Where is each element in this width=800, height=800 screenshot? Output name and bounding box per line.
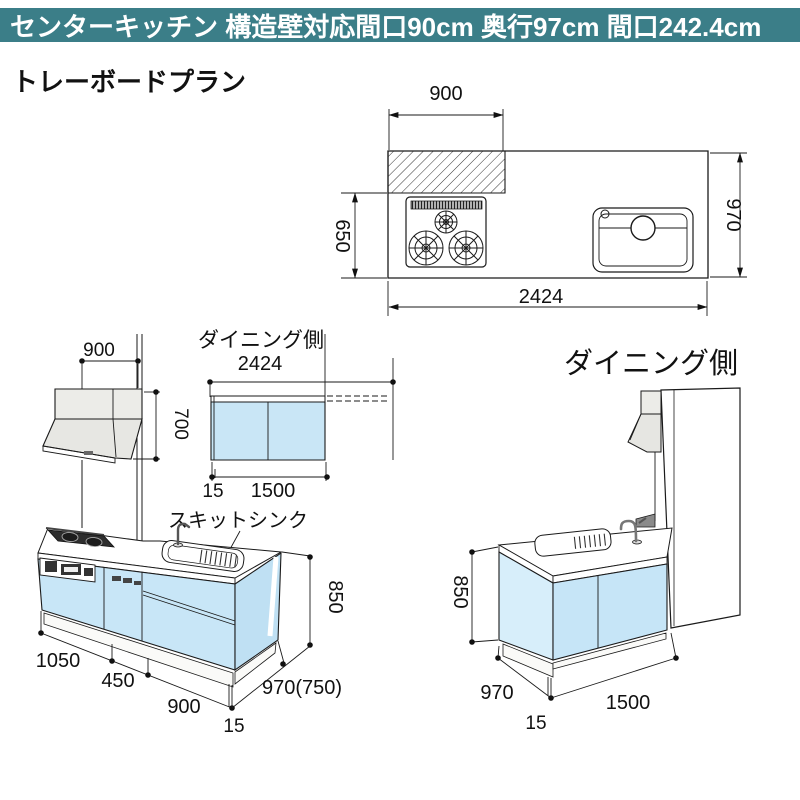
plan-cooktop bbox=[406, 197, 486, 267]
dining-iso-sink bbox=[534, 528, 612, 557]
dining-iso-dimensions bbox=[469, 547, 679, 701]
header-bar: センターキッチン 構造壁対応間口90cm 奥行97cm 間口242.4cm bbox=[0, 8, 800, 42]
dim-label-mid-2424: 2424 bbox=[238, 353, 283, 375]
plan-sink bbox=[593, 208, 693, 272]
plan-dimensions bbox=[341, 109, 747, 316]
iso-cooktop bbox=[46, 528, 114, 547]
sink-callout-label: スキットシンク bbox=[168, 509, 308, 532]
dim-label-iso-900: 900 bbox=[167, 696, 200, 718]
dim-label-right-1500: 1500 bbox=[606, 692, 651, 714]
plan-structural-wall-hatch bbox=[388, 151, 505, 193]
dim-label-iso-1050: 1050 bbox=[36, 650, 81, 672]
hood-dimensions bbox=[79, 358, 160, 462]
plan-burner-left bbox=[409, 231, 443, 265]
iso-stove-front-panel bbox=[40, 558, 95, 582]
front-iso-dimensions bbox=[38, 552, 313, 711]
dining-iso-hood bbox=[628, 391, 661, 521]
plan-burner-right bbox=[449, 231, 483, 265]
dim-label-iso-850: 850 bbox=[324, 580, 346, 613]
dim-label-right-850: 850 bbox=[449, 575, 471, 608]
dim-label-mid-1500: 1500 bbox=[251, 480, 296, 502]
dining-iso-faucet bbox=[621, 518, 646, 544]
hood-upper-box bbox=[55, 389, 142, 419]
hood-elevation: 900 700 bbox=[43, 334, 191, 543]
dining-iso-toe-front bbox=[553, 633, 666, 669]
dim-label-right-970: 970 bbox=[480, 682, 513, 704]
dining-iso-backguard bbox=[636, 514, 655, 527]
iso-sink bbox=[161, 539, 245, 572]
dining-elevation-small: ダイニング側 2424 15 1500 bbox=[198, 329, 396, 502]
plan-burner-small bbox=[435, 211, 457, 233]
iso-toe-kick bbox=[44, 613, 233, 687]
iso-end-panel bbox=[235, 553, 281, 670]
dim-label-plan-970: 970 bbox=[722, 198, 744, 231]
dining-iso-toe-left bbox=[503, 644, 553, 677]
dim-label-hood-700: 700 bbox=[170, 408, 191, 440]
plan-name-title: トレーボードプラン bbox=[12, 67, 247, 97]
dim-label-plan-2424: 2424 bbox=[519, 286, 564, 308]
hood-canopy bbox=[43, 419, 142, 459]
dining-iso-wall-panel bbox=[661, 388, 740, 628]
plan-view: 900 650 970 2424 bbox=[331, 83, 747, 316]
iso-toe-kick-end bbox=[235, 643, 276, 684]
dining-iso-front-panels bbox=[553, 564, 667, 660]
dim-label-plan-900: 900 bbox=[429, 83, 462, 105]
counter-edge-band bbox=[211, 396, 325, 402]
iso-faucet bbox=[174, 524, 190, 547]
dining-iso-title: ダイニング側 bbox=[564, 347, 738, 380]
dining-elevation-title: ダイニング側 bbox=[198, 329, 324, 352]
dim-label-iso-15: 15 bbox=[223, 716, 244, 737]
dim-label-plan-650: 650 bbox=[331, 219, 353, 252]
plan-sink-drain bbox=[631, 216, 655, 240]
dim-label-iso-970-750: 970(750) bbox=[262, 677, 342, 699]
hood-logo bbox=[84, 451, 93, 455]
dining-iso-view: ダイニング側 bbox=[449, 347, 740, 734]
dim-label-iso-450: 450 bbox=[101, 670, 134, 692]
dim-label-mid-15: 15 bbox=[202, 481, 223, 502]
iso-drawer-handles bbox=[112, 576, 141, 585]
plan-faucet-hole bbox=[601, 210, 609, 218]
header-title: センターキッチン 構造壁対応間口90cm 奥行97cm 間口242.4cm bbox=[10, 11, 762, 42]
dim-label-right-15: 15 bbox=[525, 713, 546, 734]
dim-label-hood-900: 900 bbox=[83, 340, 115, 361]
front-iso-view: 1050 450 900 15 970(750) 850 bbox=[36, 524, 346, 737]
